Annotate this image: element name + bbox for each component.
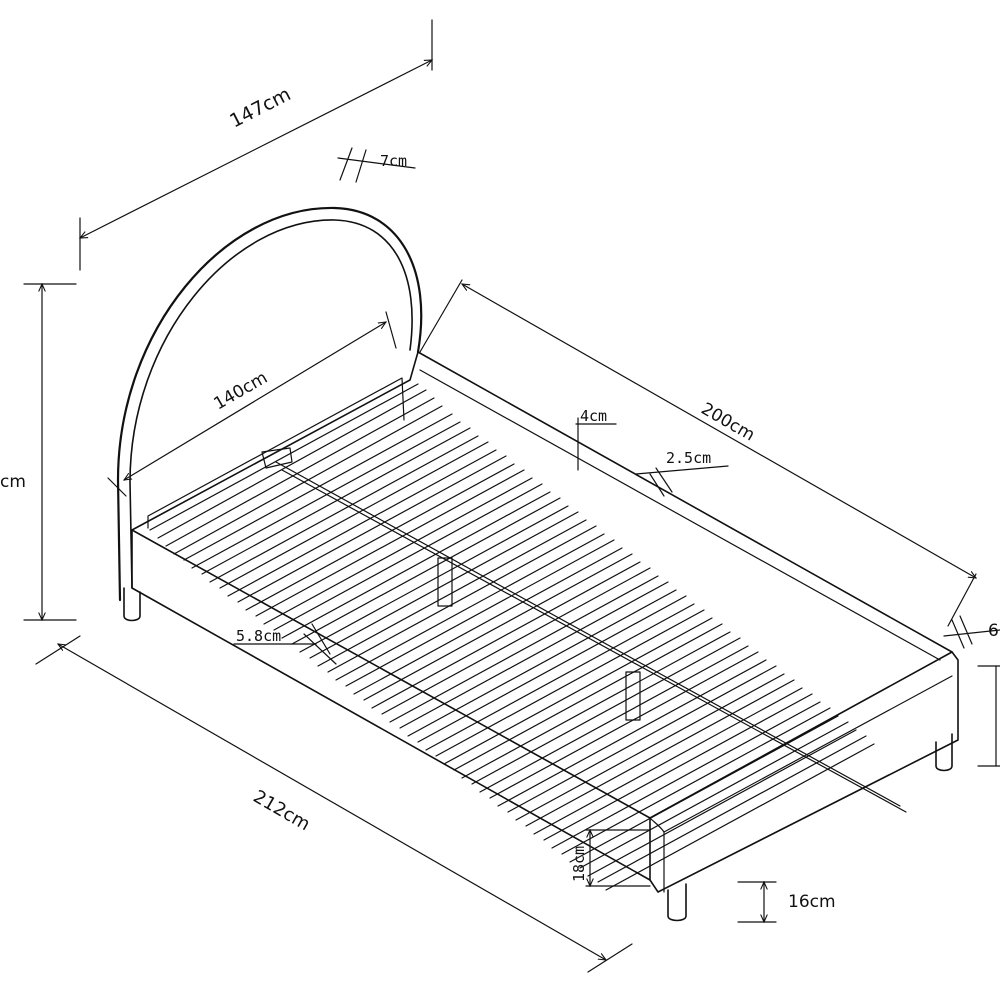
bed-frame: [131, 351, 959, 893]
leg-foot-left: [667, 883, 687, 922]
overall-length-label: 212cm: [250, 786, 314, 835]
side-rail-thickness-label: 2.5cm: [666, 449, 711, 467]
headboard-thickness-dimension: 7cm: [337, 147, 416, 183]
height-dimension: cm: [0, 284, 77, 620]
foot-thickness-label: 6: [988, 621, 999, 641]
leg-height-dimension: 16cm: [737, 882, 836, 922]
length-label: 200cm: [698, 399, 759, 446]
slats: [149, 383, 907, 891]
height-label: cm: [0, 472, 26, 492]
inner-width-label: 140cm: [211, 368, 272, 415]
headboard: [107, 206, 423, 602]
right-height-dimension: [977, 665, 1000, 767]
width-label: 147cm: [226, 83, 294, 132]
leg-foot-right: [935, 733, 953, 772]
legs: [123, 587, 953, 922]
frame-height-label: 18cm: [570, 846, 588, 882]
slat-gap-dimension: 4cm: [575, 407, 617, 471]
width-dimension: 147cm: [80, 19, 432, 271]
side-rail-thickness-dimension: 2.5cm: [635, 449, 729, 497]
leg-head-left: [123, 587, 141, 622]
headboard-thickness-label: 7cm: [380, 152, 407, 170]
slat-gap-label: 4cm: [580, 407, 607, 425]
foot-thickness-dimension: 6: [943, 615, 1000, 649]
leg-height-label: 16cm: [788, 892, 836, 912]
slat-width-label: 5.8cm: [236, 627, 281, 645]
frame-height-dimension: 18cm: [570, 830, 651, 886]
slat-width-dimension: 5.8cm: [233, 623, 337, 665]
